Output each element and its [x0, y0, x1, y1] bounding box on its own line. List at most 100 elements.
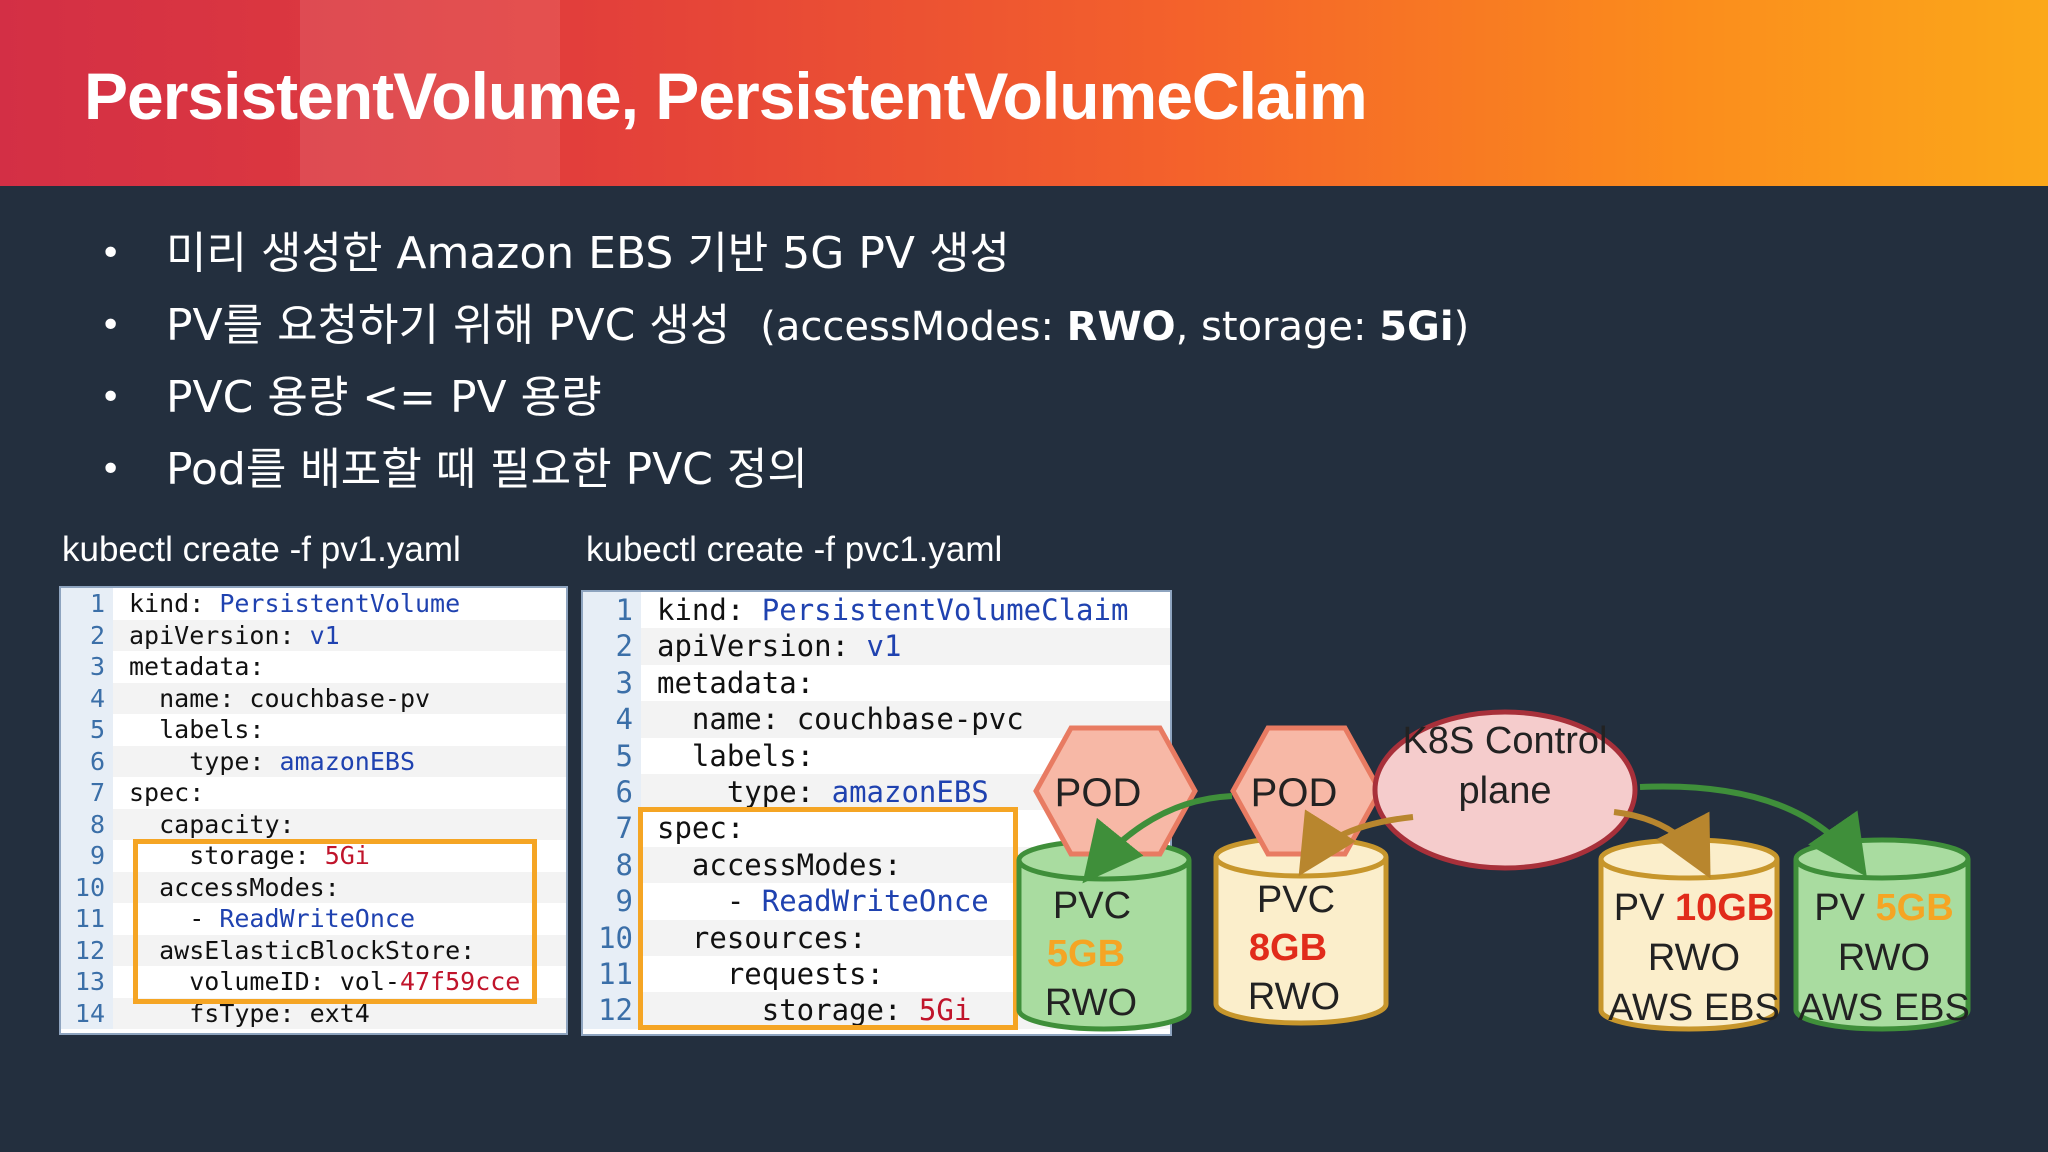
line-number: 5: [61, 714, 113, 746]
yaml-value: vol-: [324, 967, 400, 996]
pv-access-mode: RWO: [1838, 937, 1930, 979]
yaml-key: kind:: [129, 589, 205, 618]
yaml-key: storage:: [189, 841, 310, 870]
yaml-key: type:: [189, 746, 265, 776]
yaml-value: ReadWriteOnce: [761, 884, 989, 919]
pvc-size: 8GB: [1249, 927, 1327, 969]
line-number: 14: [61, 997, 113, 1029]
code-line: 13 volumeID: vol-47f59cce: [61, 966, 566, 998]
line-number: 11: [61, 903, 113, 935]
line-number: 5: [583, 737, 641, 774]
binding-arrow-green: [1639, 783, 1867, 877]
pv-backend: AWS EBS: [1608, 987, 1780, 1029]
binding-arrow-brown: [1613, 809, 1711, 879]
pv-label: PV 5GB: [1814, 887, 1953, 929]
yaml-value: v1: [849, 629, 902, 664]
yaml-key: requests:: [726, 957, 884, 991]
line-number: 10: [583, 919, 641, 956]
bullet-text: Pod를 배포할 때 필요한 PVC 정의: [166, 444, 808, 495]
note-access-mode: RWO: [1066, 304, 1176, 350]
code-line: 4 name: couchbase-pv: [61, 682, 566, 714]
pvc-command-caption: kubectl create -f pvc1.yaml: [586, 530, 1003, 569]
line-number: 8: [583, 846, 641, 884]
yaml-value: couchbase-pv: [234, 683, 431, 713]
bullet-marker: •: [100, 305, 122, 346]
line-number: 7: [61, 777, 113, 809]
pv-access-mode: RWO: [1648, 937, 1740, 979]
line-number: 2: [583, 628, 641, 665]
yaml-value: couchbase-pvc: [779, 702, 1024, 737]
line-number: 8: [61, 808, 113, 840]
bullet-marker: •: [100, 449, 122, 490]
line-number: 1: [583, 592, 641, 629]
title-banner: [0, 0, 2048, 186]
bullet-marker: •: [100, 233, 122, 274]
yaml-value: 5Gi: [309, 841, 370, 870]
line-number: 10: [61, 871, 113, 903]
pvc-access-mode: RWO: [1045, 982, 1137, 1024]
yaml-key: metadata:: [657, 665, 815, 700]
yaml-value: PersistentVolumeClaim: [744, 593, 1129, 627]
k8s-control-plane: K8S Control plane: [1372, 709, 1638, 871]
pod-hexagon-1: POD: [1033, 725, 1198, 857]
yaml-value: PersistentVolume: [204, 589, 461, 618]
line-number: 4: [583, 701, 641, 738]
yaml-key: name:: [159, 683, 235, 713]
yaml-key: type:: [726, 775, 815, 809]
line-number: 7: [583, 810, 641, 847]
line-number: 9: [583, 883, 641, 920]
code-line: 3 metadata:: [61, 651, 566, 683]
note-mid: , storage:: [1175, 304, 1380, 350]
line-number: 11: [583, 956, 641, 993]
yaml-key: labels:: [691, 738, 815, 773]
code-line: 9 - ReadWriteOnce: [583, 883, 1170, 920]
slide-title: PersistentVolume, PersistentVolumeClaim: [84, 59, 1368, 133]
pv-capacity-highlight: [133, 839, 537, 1004]
line-number: 6: [583, 774, 641, 811]
yaml-key: -: [726, 884, 762, 919]
yaml-key: name:: [691, 702, 780, 737]
banner-highlight: [300, 0, 560, 186]
pv-size: 10GB: [1675, 887, 1774, 929]
code-line: 5 labels:: [583, 737, 1170, 774]
yaml-value: 5Gi: [901, 993, 972, 1028]
bullet-item: •PV를 요청하기 위해 PVC 생성(accessModes: RWO, st…: [100, 290, 1469, 362]
yaml-value: 47f59cce: [399, 967, 521, 996]
line-number: 3: [583, 664, 641, 702]
pvc-label: PVC: [1053, 885, 1131, 927]
pvc-8gb-cylinder: PVC 8GB RWO: [1213, 835, 1389, 1026]
bullet-list: •미리 생성한 Amazon EBS 기반 5G PV 생성 •PV를 요청하기…: [100, 218, 1469, 506]
yaml-value: amazonEBS: [814, 775, 989, 809]
yaml-key: spec:: [129, 778, 205, 807]
pv-size: 5GB: [1876, 887, 1954, 929]
code-line: 12 awsElasticBlockStore:: [61, 934, 566, 966]
yaml-key: metadata:: [129, 652, 265, 681]
line-number: 12: [61, 934, 113, 966]
pod-label: POD: [1055, 771, 1142, 815]
yaml-value: amazonEBS: [264, 746, 415, 776]
pv-prefix: PV: [1814, 887, 1875, 929]
binding-arrow-green: [1082, 793, 1233, 884]
line-number: 6: [61, 745, 113, 777]
code-line: 1 kind: PersistentVolume: [61, 588, 566, 620]
line-number: 1: [61, 588, 113, 620]
yaml-key: accessModes:: [691, 847, 902, 882]
line-number: 13: [61, 966, 113, 998]
code-line: 11 - ReadWriteOnce: [61, 903, 566, 935]
line-number: 3: [61, 651, 113, 683]
code-line: 5 labels:: [61, 714, 566, 746]
pvc-label: PVC: [1257, 879, 1335, 921]
bullet-text: PVC 용량 <= PV 용량: [166, 372, 602, 423]
note-prefix: (accessModes:: [760, 304, 1067, 350]
pv-backend: AWS EBS: [1798, 987, 1970, 1029]
yaml-key: accessModes:: [159, 872, 340, 902]
pod-label: POD: [1251, 771, 1338, 815]
pv-5gb-cylinder: PV 5GB RWO AWS EBS: [1793, 837, 1971, 1032]
line-number: 9: [61, 840, 113, 872]
binding-arrow-brown: [1298, 809, 1414, 877]
